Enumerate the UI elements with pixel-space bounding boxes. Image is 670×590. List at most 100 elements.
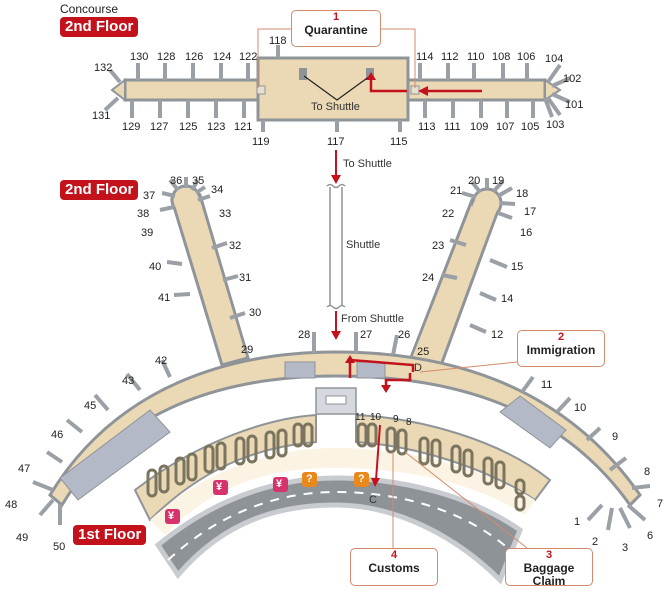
gate-label: 37 (143, 190, 156, 202)
gate-label: 19 (492, 175, 505, 187)
gate-label: 36 (170, 175, 183, 187)
gate-label: 3 (622, 542, 629, 554)
concourse-building (110, 56, 562, 122)
gate-label: 108 (492, 51, 511, 63)
gate-label: 17 (524, 206, 537, 218)
yen-icon: ¥ (216, 481, 223, 493)
from-shuttle-arrow (331, 311, 341, 340)
yen-icon: ¥ (168, 510, 175, 522)
yen-icon (213, 480, 228, 495)
carousel-label: 10 (370, 412, 382, 423)
gate-label: 107 (496, 121, 515, 133)
callout-baggage-claim: 3 Baggage Claim (505, 548, 593, 588)
info-icon (354, 472, 369, 487)
concourse-label: Concourse (60, 2, 119, 16)
gate-label: 113 (418, 121, 436, 133)
gate-label: 124 (213, 51, 232, 63)
gate-label: 18 (516, 188, 529, 200)
carousel-label: 9 (393, 414, 399, 425)
gate-label: 32 (229, 240, 242, 252)
baggage-hall (133, 413, 317, 522)
gate-label: 31 (239, 272, 252, 284)
callout-number: 3 (545, 549, 553, 561)
callout-label: Baggage Claim (523, 561, 575, 588)
gate-label: 29 (241, 344, 254, 356)
callout-number: 4 (390, 549, 398, 561)
gate-label: 16 (520, 227, 533, 239)
floor-tag-concourse-2f: 2nd Floor (60, 17, 139, 37)
gate-label: 122 (239, 51, 258, 63)
gate-label: 28 (298, 329, 311, 341)
gate-label: 42 (155, 355, 168, 367)
gate-label: 15 (511, 261, 524, 273)
gate-label: 40 (149, 261, 162, 273)
gate-label: 6 (647, 530, 654, 542)
road-centerline (167, 490, 511, 561)
north-east-pier (407, 187, 503, 370)
point-d-label: D (414, 362, 422, 374)
gate-label: 121 (234, 121, 253, 133)
gate-label: 30 (249, 307, 262, 319)
shuttle-label: Shuttle (346, 239, 381, 251)
carousel-label: 8 (406, 417, 412, 428)
info-icon: ? (306, 473, 313, 485)
point-c-label: C (369, 494, 377, 506)
gate-label: 125 (179, 121, 198, 133)
gate-label: 114 (416, 51, 434, 63)
to-shuttle-arrow-label: To Shuttle (343, 158, 392, 170)
gate-label: 7 (657, 498, 664, 510)
gate-label: 112 (441, 51, 459, 63)
gate-label: 23 (432, 240, 445, 252)
road (154, 475, 524, 585)
gate-label: 49 (16, 532, 29, 544)
gate-label: 132 (94, 62, 113, 74)
gate-label: 50 (53, 541, 66, 553)
gate-label: 25 (417, 346, 430, 358)
callout-leaders (392, 361, 528, 549)
gate-label: 45 (84, 400, 97, 412)
yen-icon: ¥ (276, 478, 283, 490)
gate-label: 47 (18, 463, 31, 475)
gate-label: 110 (467, 51, 485, 63)
gate-label: 1 (574, 516, 581, 528)
gate-label: 101 (565, 99, 584, 111)
to-shuttle-label: To Shuttle (311, 101, 360, 113)
gate-label: 33 (219, 208, 232, 220)
gate-label: 126 (185, 51, 204, 63)
gate-label: 117 (327, 136, 345, 148)
shuttle-track (326, 183, 346, 310)
baggage-carousels (146, 422, 526, 512)
gate-label: 48 (5, 499, 18, 511)
from-shuttle-label: From Shuttle (341, 313, 404, 325)
gate-label: 105 (521, 121, 540, 133)
quarantine-leaders (257, 28, 416, 88)
gate-label: 123 (207, 121, 226, 133)
concourse-route-arrow (366, 72, 482, 96)
gate-label: 21 (450, 185, 463, 197)
yen-icon (273, 477, 288, 492)
callout-customs: 4 Customs (350, 548, 438, 586)
gate-label: 41 (158, 292, 171, 304)
gate-label: 111 (444, 121, 461, 133)
north-west-pier (170, 184, 250, 367)
main-gate-bridges (32, 177, 651, 531)
gate-label: 8 (644, 466, 651, 478)
gate-label: 26 (398, 329, 411, 341)
gate-label: 131 (92, 110, 111, 122)
floor-tag-main-1f: 1st Floor (73, 525, 147, 545)
central-link (315, 387, 357, 415)
gate-label: 118 (269, 35, 287, 47)
gate-label: 14 (501, 293, 514, 305)
gate-label: 34 (211, 184, 224, 196)
gate-label: 2 (592, 536, 599, 548)
yen-icon (165, 509, 180, 524)
gate-label: 12 (491, 329, 504, 341)
gate-label: 129 (122, 121, 141, 133)
floor-tag-main-2f: 2nd Floor (60, 180, 139, 200)
gate-label: 22 (442, 208, 455, 220)
gate-label: 128 (157, 51, 176, 63)
gate-label: 11 (541, 379, 553, 391)
gate-label: 109 (470, 121, 489, 133)
gate-label: 104 (545, 53, 564, 65)
